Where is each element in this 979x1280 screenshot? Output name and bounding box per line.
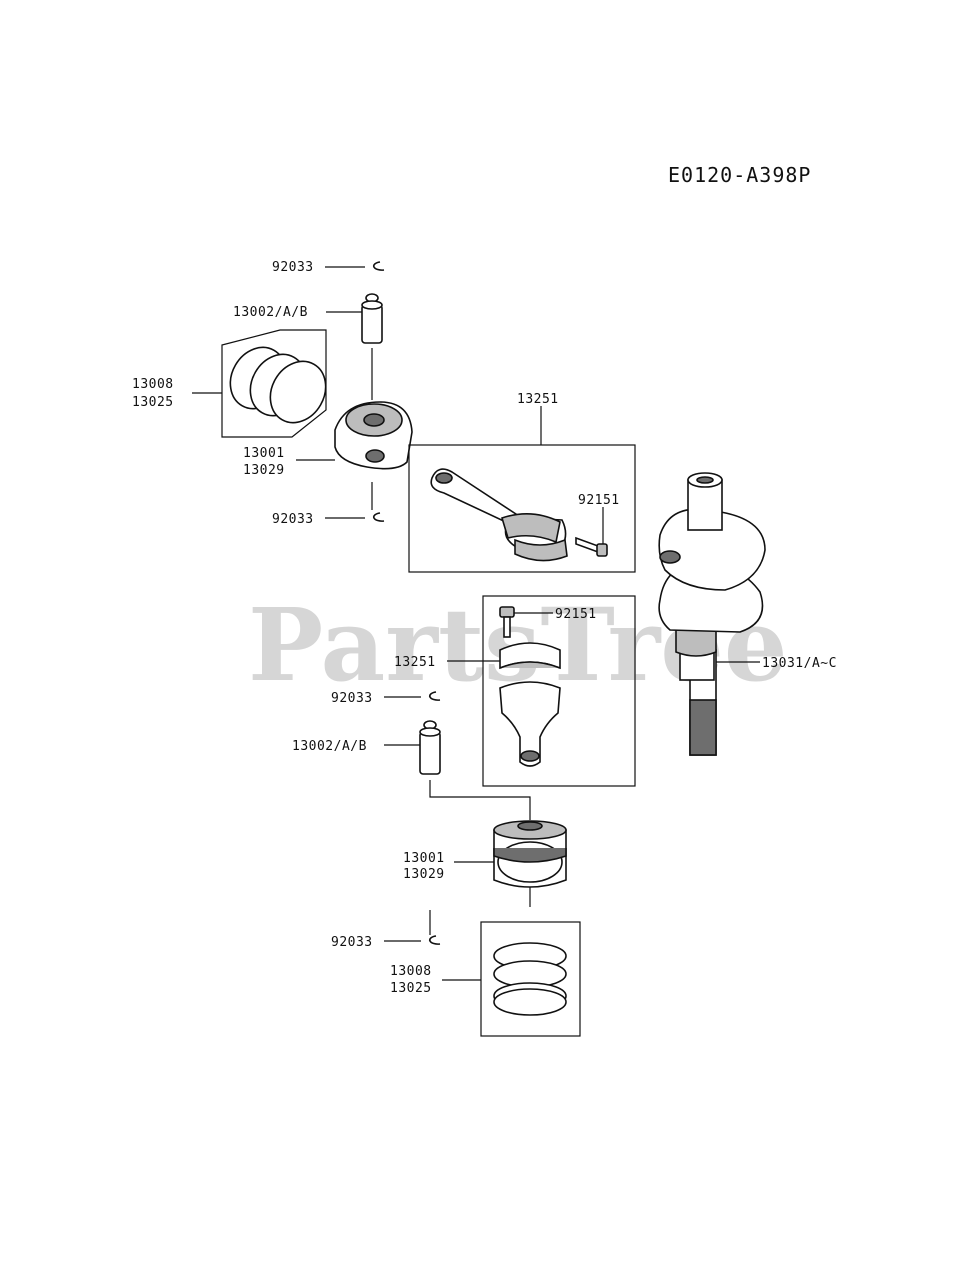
bolt-top-part[interactable] bbox=[575, 536, 608, 557]
label-rings-top-a[interactable]: 13008 bbox=[132, 377, 174, 392]
label-rings-lower-a[interactable]: 13008 bbox=[390, 964, 432, 979]
label-clip-top[interactable]: 92033 bbox=[272, 260, 314, 275]
label-clip-lower-bottom[interactable]: 92033 bbox=[331, 935, 373, 950]
clip-top-part[interactable] bbox=[372, 261, 385, 271]
label-pin-lower[interactable]: 13002/A/B bbox=[292, 739, 367, 754]
rings-lower-part[interactable] bbox=[493, 942, 567, 1016]
rings-top-box bbox=[221, 329, 327, 438]
label-pin-top[interactable]: 13002/A/B bbox=[233, 305, 308, 320]
pin-lower-part[interactable] bbox=[419, 720, 441, 775]
crankshaft-part[interactable] bbox=[658, 472, 766, 756]
label-piston-lower-a[interactable]: 13001 bbox=[403, 851, 445, 866]
label-piston-top-b[interactable]: 13029 bbox=[243, 463, 285, 478]
bolt-lower-part[interactable] bbox=[499, 606, 515, 638]
label-piston-lower-b[interactable]: 13029 bbox=[403, 867, 445, 882]
diagram-code: E0120-A398P bbox=[668, 163, 811, 187]
clip-lower-bottom-part[interactable] bbox=[428, 935, 441, 945]
rod-top-part[interactable] bbox=[430, 468, 568, 562]
label-rings-top-b[interactable]: 13025 bbox=[132, 395, 174, 410]
piston-top-part[interactable] bbox=[334, 401, 413, 470]
label-clip-lower[interactable]: 92033 bbox=[331, 691, 373, 706]
rod-lower-part[interactable] bbox=[499, 642, 561, 767]
rings-top-part[interactable] bbox=[219, 337, 336, 432]
label-crankshaft[interactable]: 13031/A~C bbox=[762, 656, 837, 671]
rings-lower-box bbox=[480, 921, 581, 1037]
piston-lower-part[interactable] bbox=[493, 820, 567, 888]
clip-lower-part[interactable] bbox=[428, 691, 441, 701]
label-clip-top-lower[interactable]: 92033 bbox=[272, 512, 314, 527]
clip-top-lower-part[interactable] bbox=[372, 512, 385, 522]
label-rings-lower-b[interactable]: 13025 bbox=[390, 981, 432, 996]
rod-lower-box bbox=[482, 595, 636, 787]
label-bolt-lower[interactable]: 92151 bbox=[555, 607, 597, 622]
label-bolt-top[interactable]: 92151 bbox=[578, 493, 620, 508]
pin-top-part[interactable] bbox=[361, 293, 383, 344]
label-rod-top[interactable]: 13251 bbox=[517, 392, 559, 407]
label-piston-top-a[interactable]: 13001 bbox=[243, 446, 285, 461]
rod-top-box bbox=[408, 444, 636, 573]
label-rod-lower[interactable]: 13251 bbox=[394, 655, 436, 670]
